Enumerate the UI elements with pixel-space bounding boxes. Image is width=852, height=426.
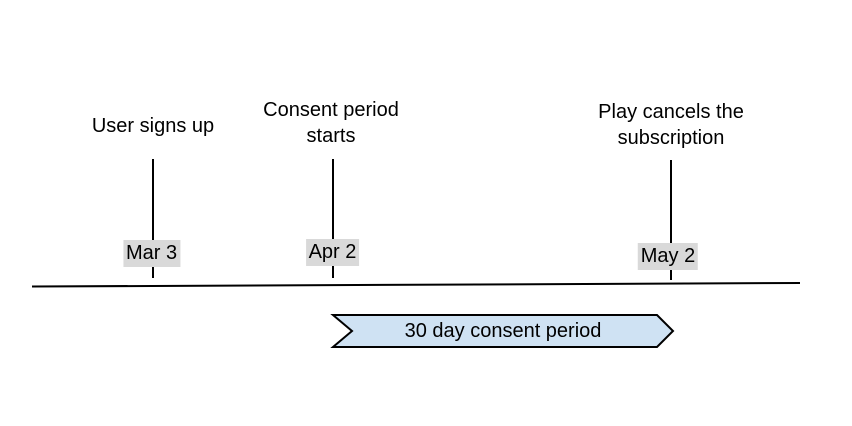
event-2-title: Consent period starts	[263, 99, 399, 147]
event-1-title: User signs up	[91, 115, 215, 137]
event-3-title: Play cancels the subscription	[598, 101, 744, 149]
event-3-date-label: May 2	[637, 243, 699, 270]
consent-banner-label: 30 day consent period	[404, 320, 602, 342]
event-1-date-label: Mar 3	[122, 240, 181, 267]
timeline-axis-line	[31, 282, 801, 288]
event-1-tick-line	[152, 159, 154, 278]
consent-period-chevron-shape	[330, 314, 675, 348]
event-2-date-label: Apr 2	[305, 239, 360, 266]
event-3-tick-line	[669, 160, 672, 280]
event-2-tick-line	[331, 159, 334, 278]
